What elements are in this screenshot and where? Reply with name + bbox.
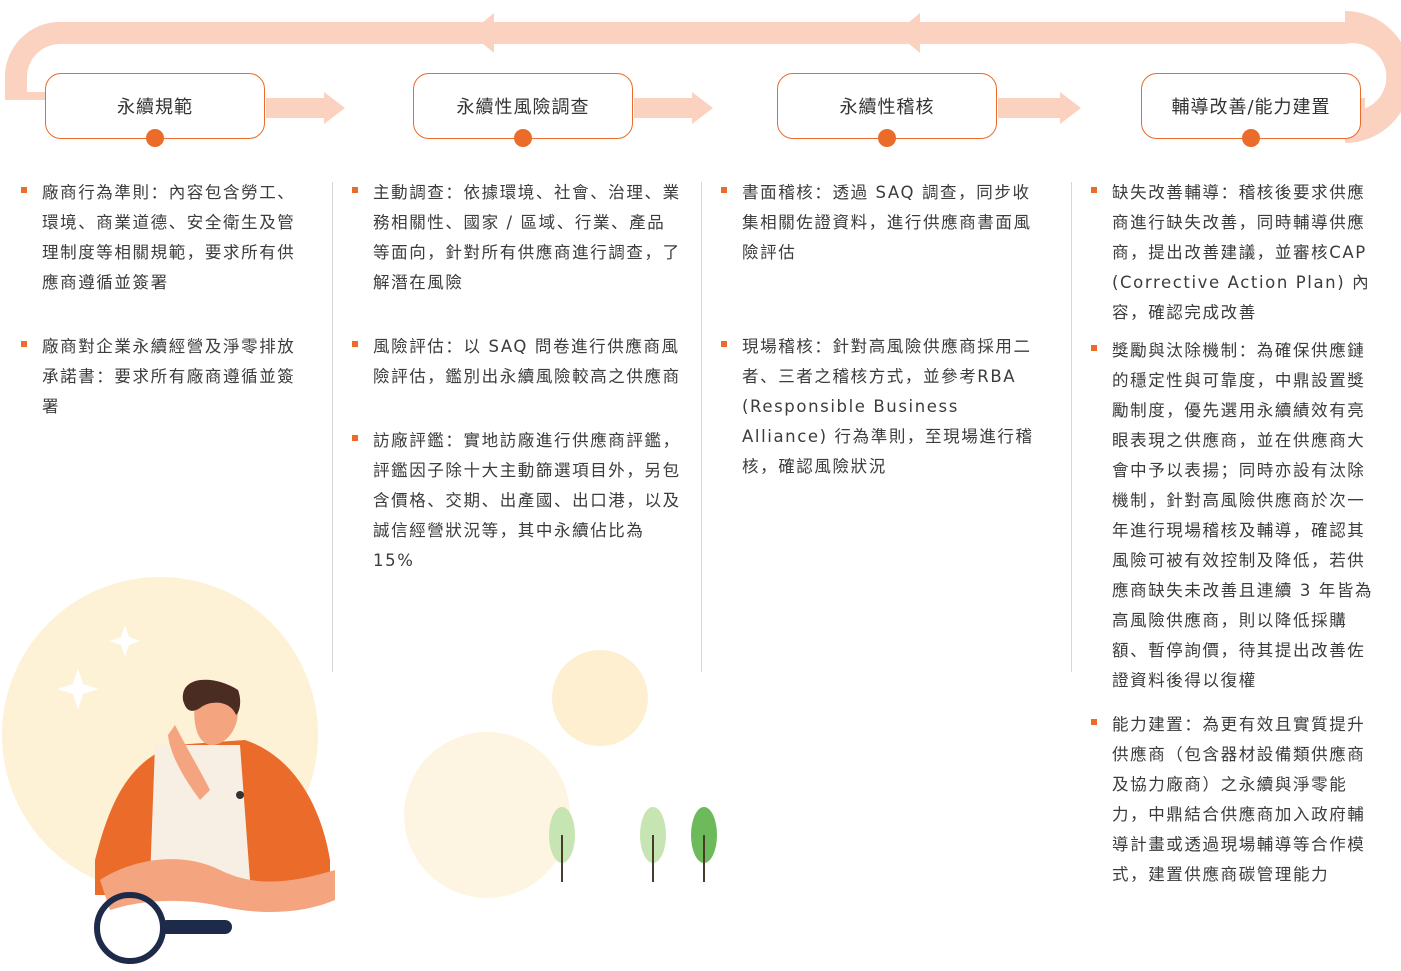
stage-3-title: 永續性稽核 xyxy=(839,97,935,118)
process-loop-diagram xyxy=(4,11,1401,143)
person-figure xyxy=(95,679,335,912)
list-item: 主動調查：依據環境、社會、治理、業務相關性、國家 / 區域、行業、產品等面向，針… xyxy=(352,178,682,298)
stage-3-dot xyxy=(878,129,896,147)
background-circle xyxy=(552,650,648,746)
stage-4-items: 缺失改善輔導：稽核後要求供應商進行缺失改善，同時輔導供應商，提出改善建議，並審核… xyxy=(1091,178,1381,924)
tree-icon xyxy=(640,807,666,882)
arrow-right-icon xyxy=(692,92,713,124)
magnifier-icon xyxy=(94,892,232,964)
stage-4-title: 輔導改善/能力建置 xyxy=(1171,97,1331,118)
stage-4-box: 輔導改善/能力建置 xyxy=(1141,73,1361,139)
stage-1-items: 廠商行為準則：內容包含勞工、環境、商業道德、安全衛生及管理制度等相關規範，要求所… xyxy=(21,178,306,456)
arrow-right-icon xyxy=(1060,92,1081,124)
stage-1-title: 永續規範 xyxy=(117,97,193,118)
stage-1-dot xyxy=(146,129,164,147)
stage-2-items: 主動調查：依據環境、社會、治理、業務相關性、國家 / 區域、行業、產品等面向，針… xyxy=(352,178,682,610)
sparkle-icon xyxy=(109,625,141,657)
stage-3-box: 永續性稽核 xyxy=(777,73,997,139)
stage-4-dot xyxy=(1242,129,1260,147)
list-item: 獎勵與汰除機制：為確保供應鏈的穩定性與可靠度，中鼎設置獎勵制度，優先選用永續績效… xyxy=(1091,336,1381,696)
loop-left-arc xyxy=(4,22,61,100)
column-divider xyxy=(1071,182,1072,672)
list-item: 能力建置：為更有效且實質提升供應商（包含器材設備類供應商及協力廠商）之永續與淨零… xyxy=(1091,710,1381,890)
tree-icon xyxy=(549,807,575,882)
list-item: 廠商對企業永續經營及淨零排放承諾書：要求所有廠商遵循並簽署 xyxy=(21,332,306,422)
list-item: 現場稽核：針對高風險供應商採用二者、三者之稽核方式，並參考RBA (Respon… xyxy=(721,332,1046,482)
list-item: 書面稽核：透過 SAQ 調查，同步收集相關佐證資料，進行供應商書面風險評估 xyxy=(721,178,1046,268)
list-item: 風險評估：以 SAQ 問卷進行供應商風險評估，鑑別出永續風險較高之供應商 xyxy=(352,332,682,392)
stage-2-dot xyxy=(514,129,532,147)
arrow-left-icon xyxy=(470,13,494,53)
illustration xyxy=(2,577,717,964)
column-divider xyxy=(701,182,702,672)
list-item: 缺失改善輔導：稽核後要求供應商進行缺失改善，同時輔導供應商，提出改善建議，並審核… xyxy=(1091,178,1381,328)
arrow-right-icon xyxy=(324,92,345,124)
sparkle-icon xyxy=(57,668,99,710)
list-item: 廠商行為準則：內容包含勞工、環境、商業道德、安全衛生及管理制度等相關規範，要求所… xyxy=(21,178,306,298)
stage-2-title: 永續性風險調查 xyxy=(456,97,590,118)
tree-icon xyxy=(691,807,717,882)
column-divider xyxy=(332,182,333,672)
background-circle xyxy=(404,732,570,898)
loop-right-arc xyxy=(1344,11,1401,143)
arrow-left-icon xyxy=(896,13,920,53)
stage-3-items: 書面稽核：透過 SAQ 調查，同步收集相關佐證資料，進行供應商書面風險評估 現場… xyxy=(721,178,1046,516)
list-item: 訪廠評鑑：實地訪廠進行供應商評鑑，評鑑因子除十大主動篩選項目外，另包含價格、交期… xyxy=(352,426,682,576)
